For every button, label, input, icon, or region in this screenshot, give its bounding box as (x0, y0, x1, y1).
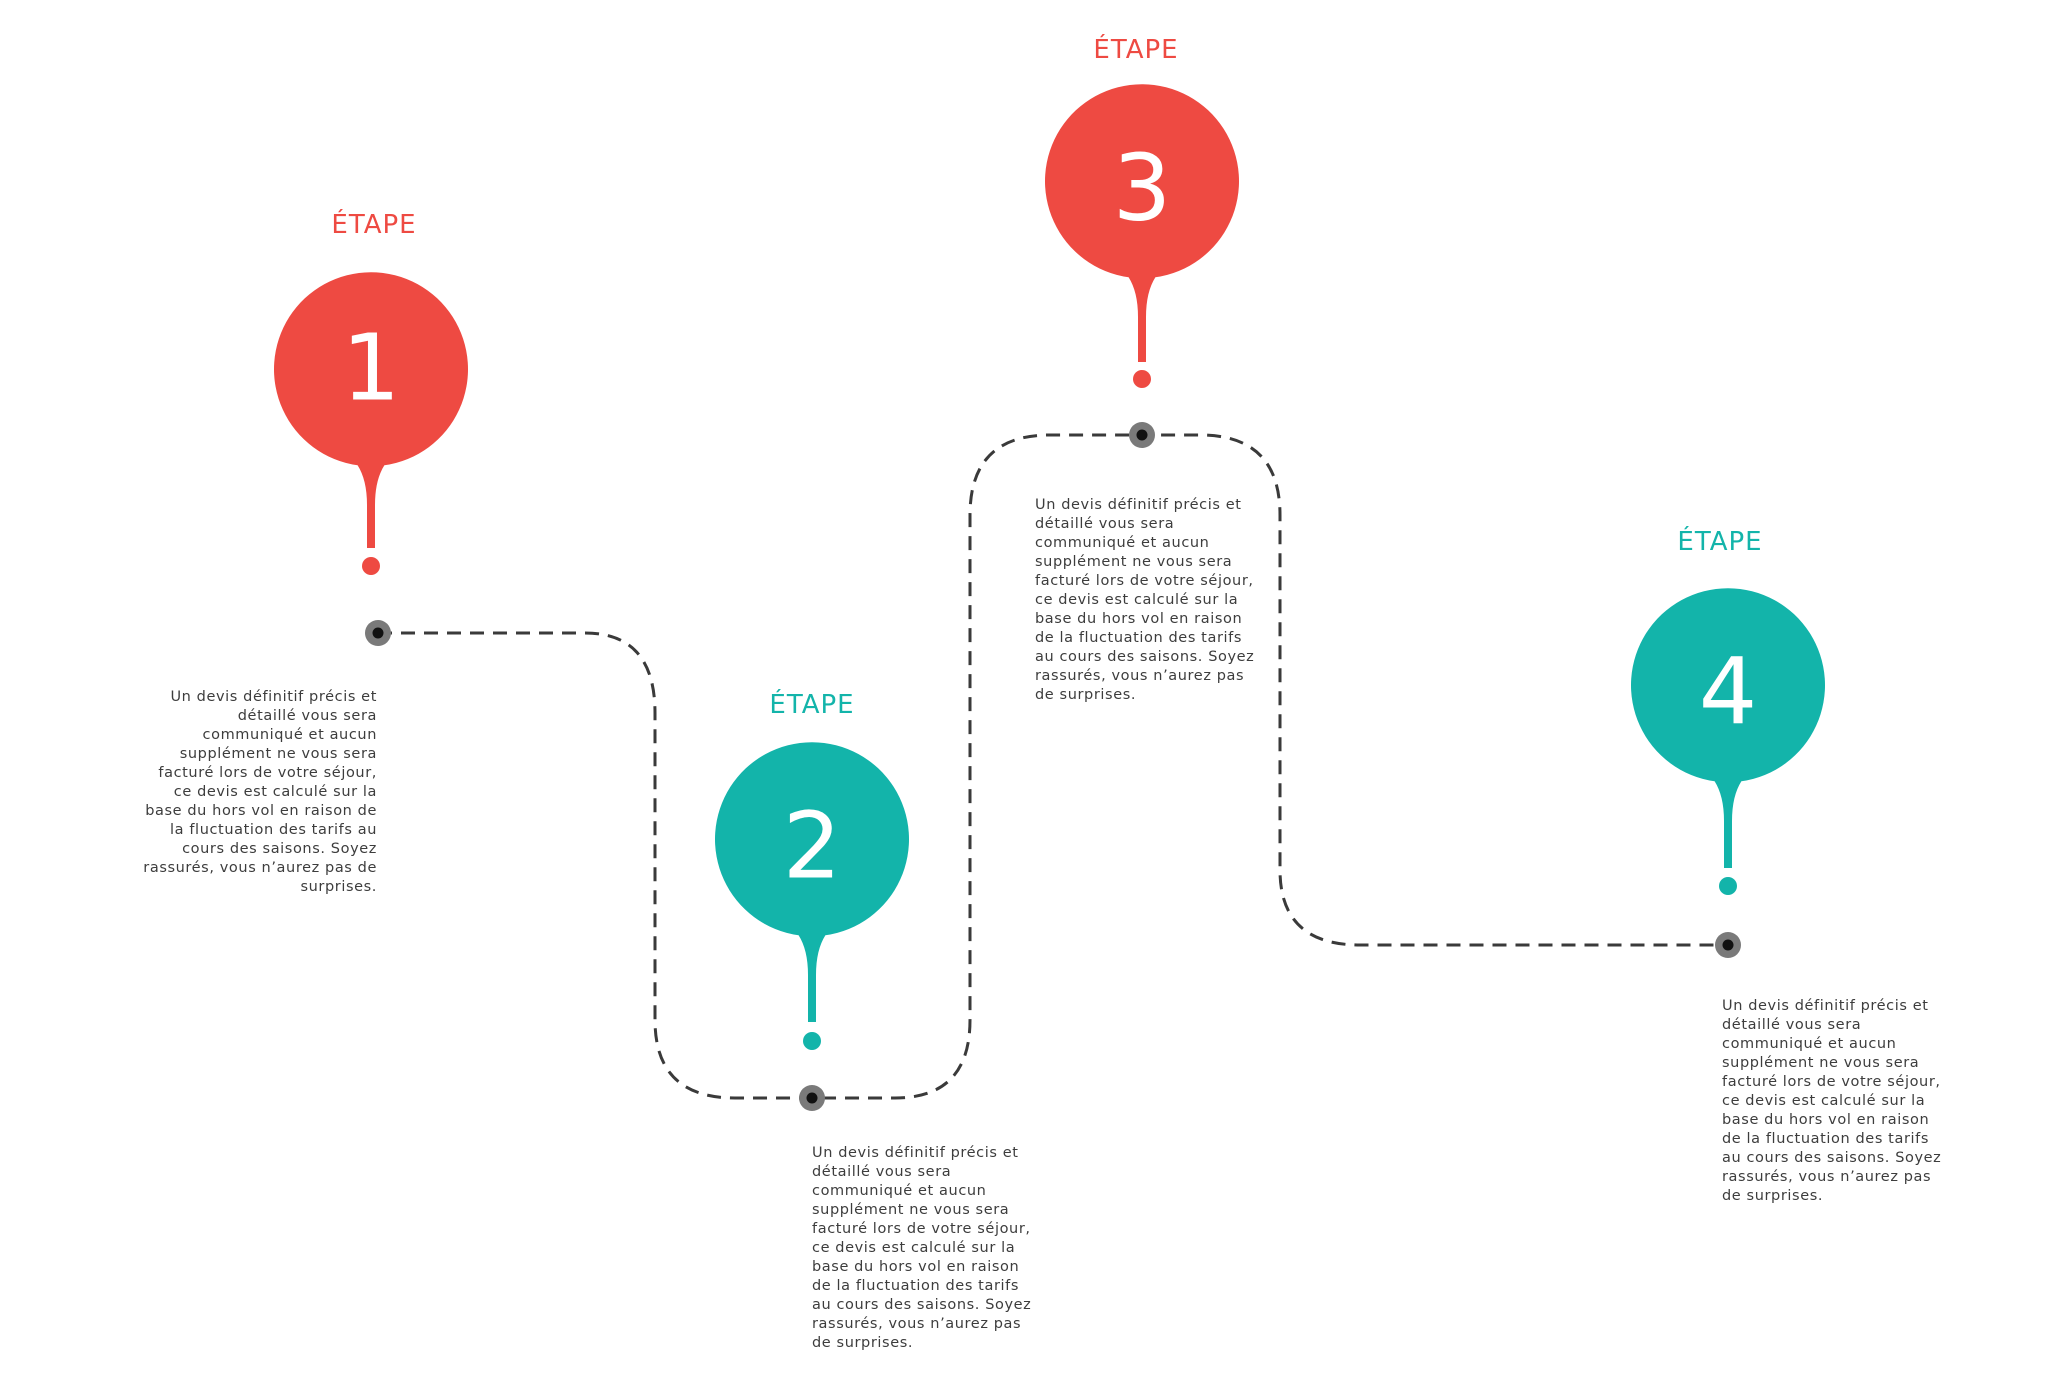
step-1-number: 1 (342, 315, 401, 422)
step-2-number: 2 (783, 793, 842, 900)
step-1-pin-drop (362, 557, 380, 575)
step-4-pin (1631, 588, 1826, 868)
step-4-number: 4 (1699, 639, 1758, 746)
step-3-number: 3 (1113, 135, 1172, 242)
step-4-label: ÉTAPE (1677, 527, 1763, 557)
step-2-description: Un devis définitif précis et détaillé vo… (812, 1145, 1032, 1351)
step-4-node-inner (1722, 939, 1734, 951)
step-4-pin-drop (1719, 877, 1737, 895)
step-1-description: Un devis définitif précis et détaillé vo… (143, 689, 377, 895)
step-1: 1 (274, 272, 468, 646)
step-1-label: ÉTAPE (331, 210, 417, 240)
step-3-pin-drop (1133, 370, 1151, 388)
step-1-node-inner (372, 627, 384, 639)
step-2-pin (714, 742, 909, 1022)
step-2: 2 (714, 742, 909, 1111)
step-3-label: ÉTAPE (1093, 35, 1179, 65)
step-4: 4 (1631, 588, 1826, 958)
step-2-node-inner (806, 1092, 818, 1104)
step-2-label: ÉTAPE (769, 690, 855, 720)
step-3: 3 (1045, 84, 1239, 448)
step-1-pin (274, 272, 468, 548)
step-2-pin-drop (803, 1032, 821, 1050)
step-4-description: Un devis définitif précis et détaillé vo… (1722, 998, 1942, 1204)
step-3-pin (1045, 84, 1239, 363)
step-3-node-inner (1136, 429, 1148, 441)
dashed-connector-path (378, 433, 1717, 1100)
step-3-description: Un devis définitif précis et détaillé vo… (1035, 497, 1255, 703)
